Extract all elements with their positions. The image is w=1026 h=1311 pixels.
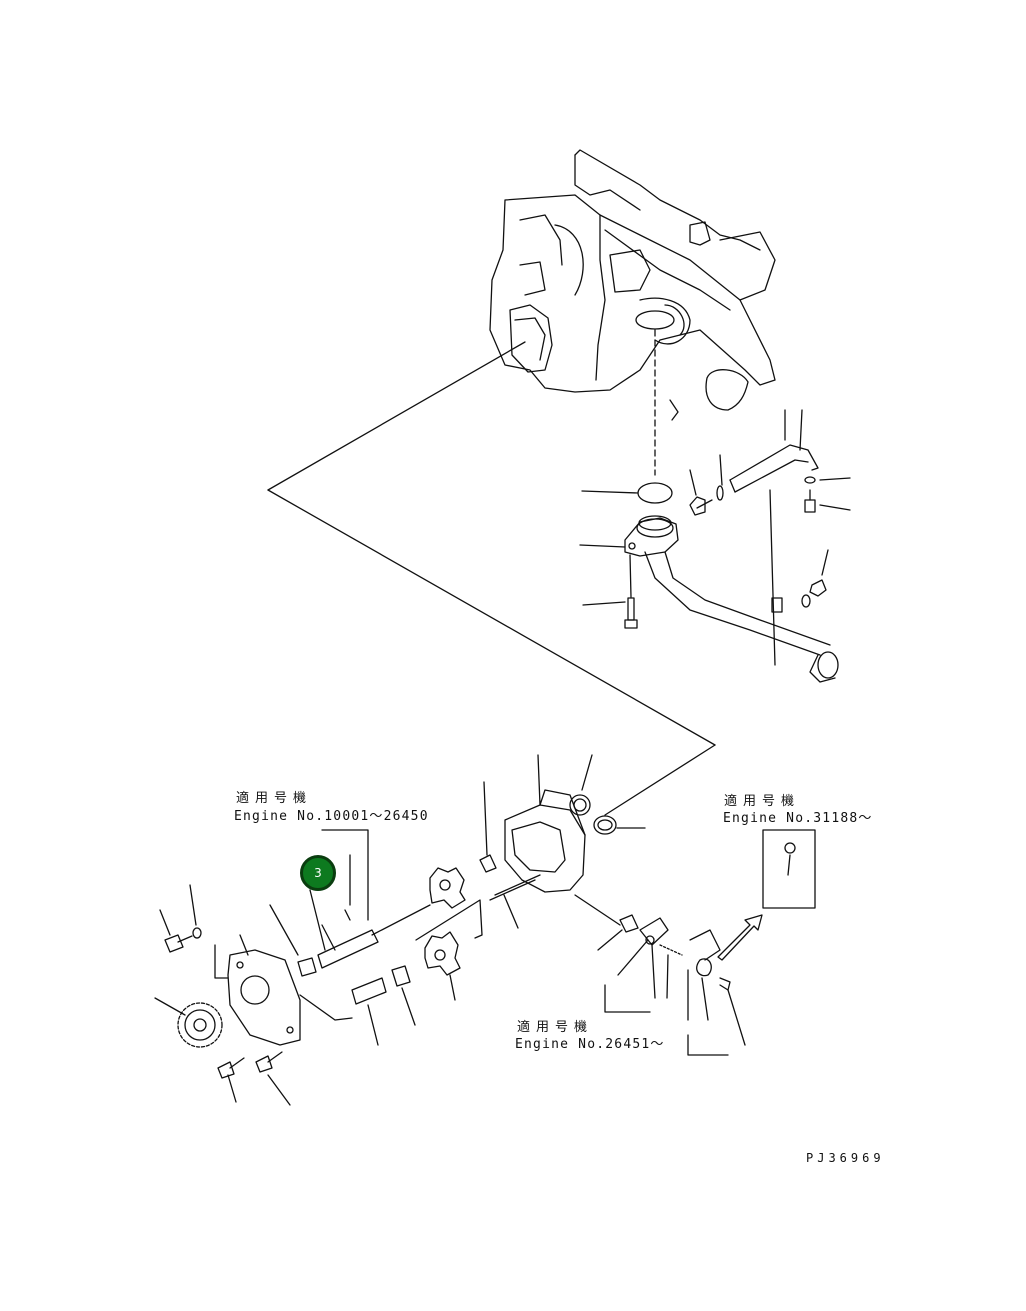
- inset-arrow: [717, 914, 763, 961]
- annotation-3-engine-range: Engine No.26451～: [515, 1037, 665, 1052]
- engine-block: [489, 149, 776, 476]
- leader-lines: [154, 409, 851, 1106]
- annotation-1-engine-range: Engine No.10001～26450: [234, 809, 429, 824]
- o-ring: [637, 482, 673, 504]
- annotation-2-engine-range: Engine No.31188～: [723, 811, 873, 826]
- suction-pipe-assembly: [624, 409, 839, 683]
- part-callout-number: 3: [314, 866, 322, 880]
- drawing-code: PJ36969: [806, 1151, 885, 1165]
- annotation-1-jp: 適用号機: [236, 791, 313, 806]
- part-callout-marker[interactable]: 3: [300, 855, 336, 891]
- annotation-2-jp: 適用号機: [724, 794, 801, 809]
- group-lines: [267, 341, 716, 816]
- bracket-lines: [214, 829, 729, 1056]
- annotation-3-jp: 適用号機: [517, 1020, 594, 1035]
- inset-box: [762, 829, 816, 909]
- oil-pump-assembly: [164, 754, 816, 1079]
